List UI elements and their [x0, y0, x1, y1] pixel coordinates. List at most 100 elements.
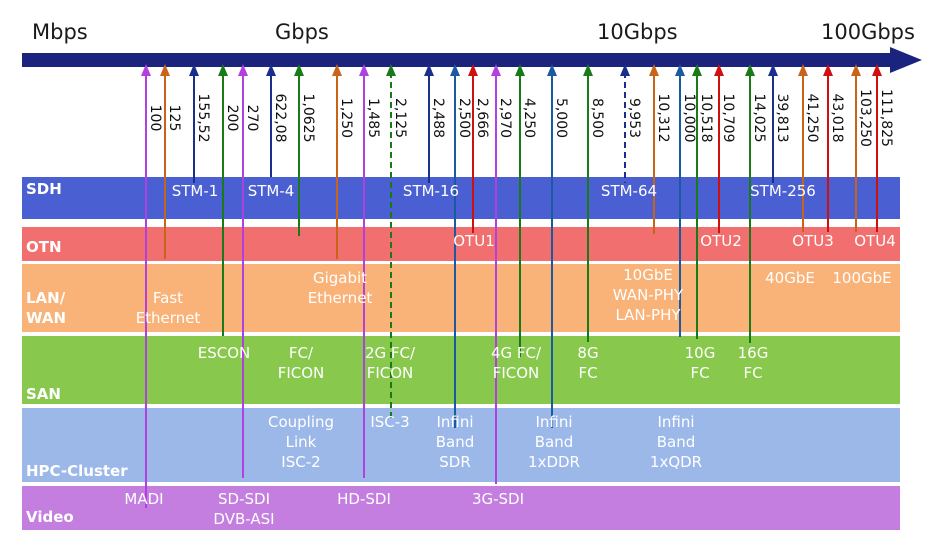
band-lan-wan [22, 264, 900, 332]
rate-connector-26 [851, 64, 861, 232]
rate-label: 2,500 [456, 97, 472, 139]
rate-label: 43,018 [829, 93, 845, 143]
rate-label: 4,250 [521, 97, 537, 139]
rate-label: 41,250 [804, 93, 820, 143]
tech-label-otn: OTU4 [854, 232, 896, 250]
rate-label: 1,250 [338, 97, 354, 139]
rate-connector-18 [649, 64, 659, 234]
rate-connector-6 [294, 64, 304, 236]
tech-label-sdh: STM-64 [600, 182, 658, 200]
tech-label-otn: OTU2 [700, 232, 742, 250]
rate-label: 1,0625 [300, 93, 316, 143]
rate-label: 2,970 [497, 97, 513, 139]
rate-connector-10 [424, 64, 434, 183]
rate-label: 125 [166, 104, 182, 132]
rate-connector-4 [238, 64, 248, 478]
rate-connector-15 [547, 64, 557, 428]
tech-label-sdh: STM-16 [402, 182, 460, 200]
band-name-video: Video [26, 508, 74, 526]
scale-label-gbps: Gbps [275, 20, 329, 44]
rate-connector-8 [359, 64, 369, 478]
rate-connector-23 [768, 64, 778, 183]
rate-label: 8,500 [589, 97, 605, 139]
rate-label: 10,709 [720, 93, 736, 143]
tech-label-otn: OTU3 [792, 232, 834, 250]
rate-connector-11 [450, 64, 460, 428]
rate-connector-25 [823, 64, 833, 232]
scale-label-100gbps: 100Gbps [821, 20, 915, 44]
band-sdh [22, 177, 900, 219]
scale-label-mbps: Mbps [32, 20, 88, 44]
rate-label: 10,518 [698, 93, 714, 143]
tech-label-san: 4G FC/ FICON [490, 344, 542, 382]
tech-label-sdh: STM-256 [750, 182, 816, 200]
band-san [22, 336, 900, 404]
tech-label-san: ESCON [197, 344, 251, 362]
rate-connector-19 [675, 64, 685, 337]
tech-label-lanwan: Fast Ethernet [135, 289, 201, 327]
band-name-lan-wan: LAN/ WAN [26, 289, 67, 327]
tech-label-san: 16G FC [737, 344, 769, 382]
rate-connector-14 [515, 64, 525, 357]
band-name-hpc-cluster: HPC-Cluster [26, 462, 128, 480]
rate-connector-24 [798, 64, 808, 232]
rate-connector-17 [620, 64, 630, 183]
tech-label-hpc: ISC-3 [370, 413, 410, 431]
rate-connector-3 [218, 64, 228, 336]
band-video [22, 486, 900, 530]
rate-connector-13 [491, 64, 501, 484]
rate-label: 1,485 [365, 97, 381, 139]
tech-label-lanwan: Gigabit Ethernet [307, 269, 373, 307]
rate-connector-1 [160, 64, 170, 259]
scale-label-10gbps: 10Gbps [597, 20, 678, 44]
rate-label: 2,125 [392, 97, 408, 139]
tech-label-san: 2G FC/ FICON [364, 344, 416, 382]
tech-label-san: 10G FC [684, 344, 716, 382]
tech-label-video: 3G-SDI [471, 490, 525, 508]
tech-label-lanwan: 40GbE [765, 269, 815, 287]
band-hpc-cluster [22, 408, 900, 482]
tech-label-video: SD-SDI DVB-ASI [213, 490, 275, 528]
band-name-otn: OTN [26, 238, 62, 256]
rate-label: 103,250 [857, 89, 873, 147]
rate-label: 100 [147, 104, 163, 132]
tech-label-hpc: Coupling Link ISC-2 [267, 413, 335, 471]
rate-label: 622,08 [272, 93, 288, 143]
band-otn [22, 227, 900, 261]
rate-label: 5,000 [553, 97, 569, 139]
tech-label-video: HD-SDI [337, 490, 391, 508]
band-name-san: SAN [26, 385, 61, 403]
rate-label: 10,000 [681, 93, 697, 143]
tech-label-san: 8G FC [577, 344, 599, 382]
rate-connector-7 [332, 64, 342, 259]
tech-label-video: MADI [124, 490, 164, 508]
tech-label-sdh: STM-4 [247, 182, 295, 200]
rate-label: 39,813 [774, 93, 790, 143]
band-name-sdh: SDH [26, 180, 62, 198]
rate-connector-2 [189, 64, 199, 183]
rate-label: 2,488 [430, 97, 446, 139]
rate-label: 270 [244, 104, 260, 132]
rate-label: 9,953 [626, 97, 642, 139]
tech-label-hpc: Infini Band SDR [435, 413, 475, 471]
tech-label-lanwan: 10GbE WAN-PHY LAN-PHY [612, 266, 684, 324]
rate-label: 10,312 [655, 93, 671, 143]
rate-label: 155,52 [195, 93, 211, 143]
rate-label: 2,666 [474, 97, 490, 139]
rate-connector-22 [745, 64, 755, 343]
rate-connector-0 [141, 64, 151, 508]
tech-label-otn: OTU1 [453, 232, 495, 250]
rate-label: 14,025 [751, 93, 767, 143]
rate-label: 200 [224, 104, 240, 132]
rate-connector-20 [692, 64, 702, 339]
rate-connector-27 [872, 64, 882, 232]
rate-connector-21 [714, 64, 724, 233]
rate-connector-16 [583, 64, 593, 342]
tech-label-hpc: Infini Band 1xQDR [649, 413, 703, 471]
tech-label-hpc: Infini Band 1xDDR [528, 413, 580, 471]
rate-label: 111,825 [878, 89, 894, 147]
rate-connector-9 [386, 64, 396, 421]
tech-label-sdh: STM-1 [171, 182, 219, 200]
